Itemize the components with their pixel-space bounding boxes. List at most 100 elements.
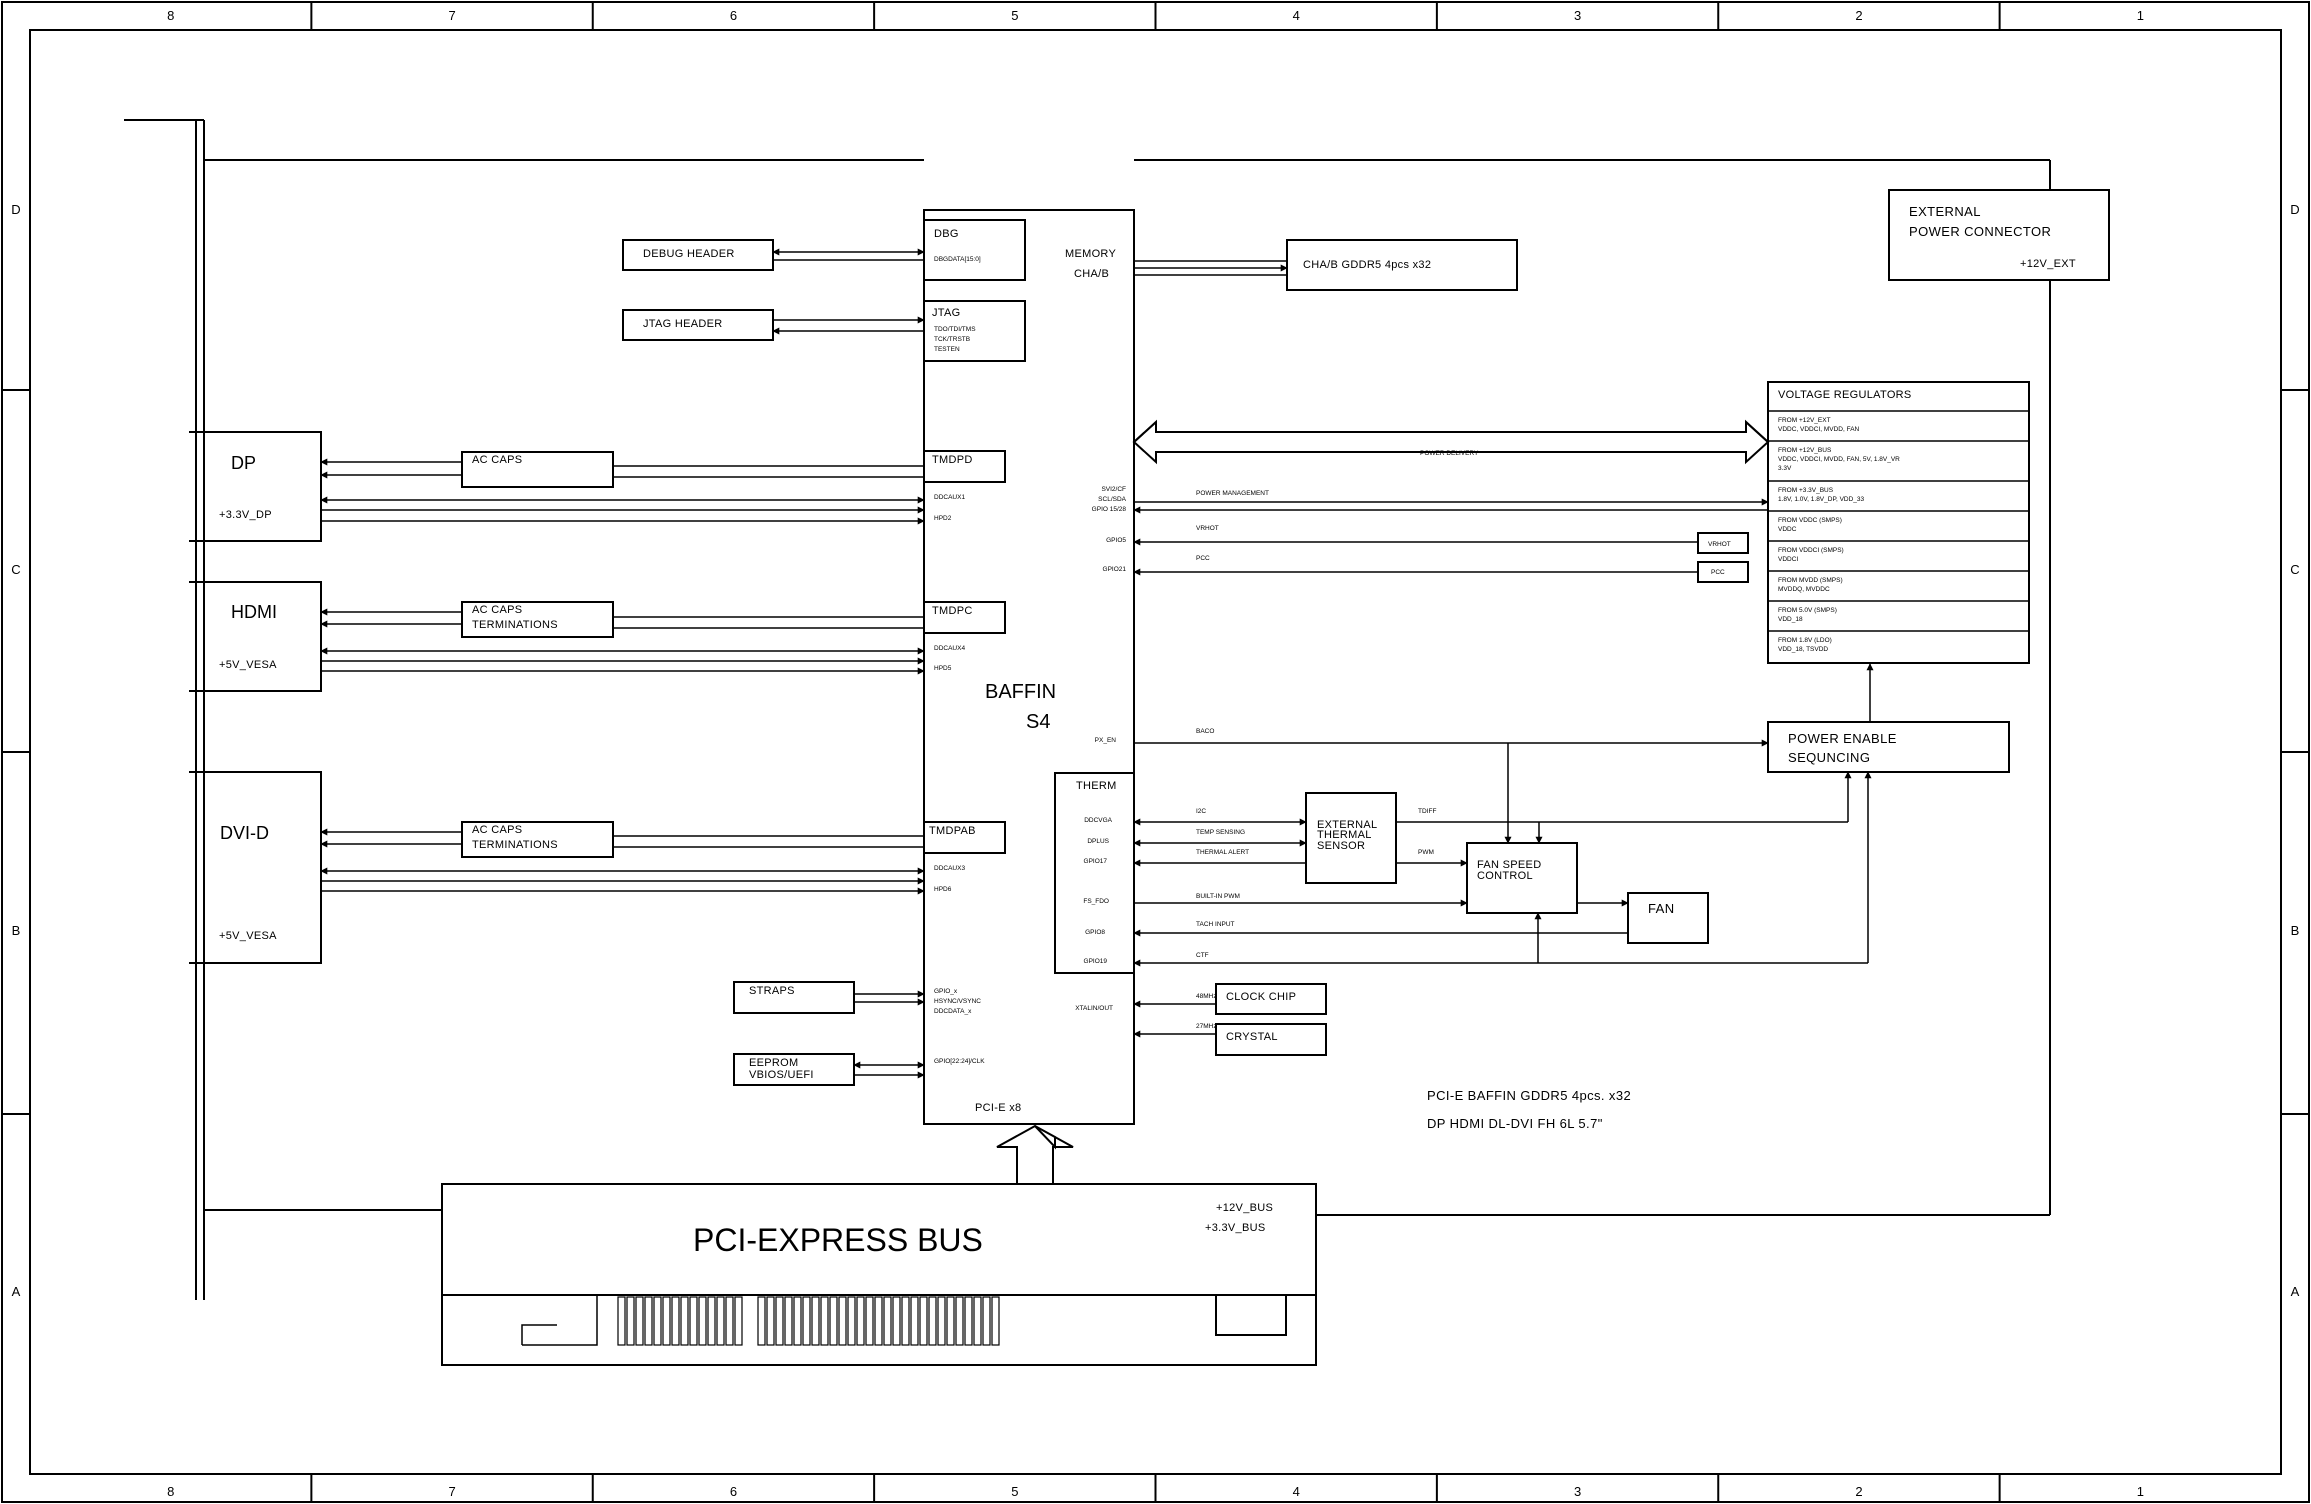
- col-label-bottom: 5: [1011, 1484, 1018, 1499]
- pin-gpio17: GPIO17: [1084, 858, 1108, 865]
- pcie-bus-block: PCI-EXPRESS BUS +12V_BUS +3.3V_BUS: [441, 1183, 1317, 1366]
- col-label-top: 5: [1011, 8, 1018, 23]
- therm-label: THERM: [1076, 780, 1117, 792]
- ext-thermal-line-1: THERMAL: [1317, 829, 1372, 841]
- ext-power-line-0: EXTERNAL: [1909, 204, 1981, 219]
- pin-ddcaux3: DDCAUX3: [934, 865, 965, 872]
- pin-sclsda: SCL/SDA: [1098, 496, 1126, 503]
- vrm-row-text: FROM VDDC (SMPS): [1778, 517, 1842, 524]
- memory-chips-label: CHA/B GDDR5 4pcs x32: [1303, 259, 1431, 271]
- pin-gpio8: GPIO8: [1085, 929, 1105, 936]
- vrm-title: VOLTAGE REGULATORS: [1778, 389, 1912, 401]
- tmdpab-port: [923, 821, 1006, 854]
- col-label-top: 4: [1293, 8, 1300, 23]
- ac-caps-dvi-label-1: TERMINATIONS: [472, 839, 558, 851]
- power-enable-block: POWER ENABLE SEQUNCING: [1767, 721, 2010, 773]
- vrm-row-text: MVDDQ, MVDDC: [1778, 586, 1830, 593]
- ext-thermal-line-0: EXTERNAL: [1317, 819, 1377, 831]
- ac-caps-dp: AC CAPS: [461, 451, 614, 488]
- dvi-rail: +5V_VESA: [219, 930, 277, 942]
- pcie-end-tab: [1215, 1294, 1287, 1336]
- tach-input-label: TACH INPUT: [1196, 921, 1235, 928]
- pcie-rail-33v: +3.3V_BUS: [1205, 1222, 1266, 1234]
- col-label-bottom: 4: [1293, 1484, 1300, 1499]
- ext-power-line-1: POWER CONNECTOR: [1909, 224, 2051, 239]
- eeprom-label-0: EEPROM: [749, 1057, 798, 1069]
- temp-sensing-label: TEMP SENSING: [1196, 829, 1245, 836]
- row-label-right: D: [2290, 202, 2299, 217]
- vrm-row-text: VDD_18, TSVDD: [1778, 646, 1828, 653]
- power-bus-lines: [124, 119, 2051, 1300]
- pin-gpio5: GPIO5: [1106, 537, 1126, 544]
- dvi-name: DVI-D: [220, 823, 269, 843]
- chip-name: BAFFIN: [985, 681, 1056, 703]
- pin-xtal: XTALIN/OUT: [1075, 1005, 1113, 1012]
- ac-caps-hdmi-label-1: TERMINATIONS: [472, 619, 558, 631]
- tmdpab-label: TMDPAB: [929, 825, 976, 837]
- dbg-label: DBG: [934, 228, 959, 240]
- baffin-chip: BAFFIN S4 MEMORY CHA/B PCI-E x8 DBG DBGD…: [923, 209, 1135, 1125]
- vrhot-block: VRHOT: [1697, 532, 1749, 554]
- pcc-signal-label: PCC: [1196, 555, 1210, 562]
- dp-rail: +3.3V_DP: [219, 509, 272, 521]
- col-label-bottom: 8: [167, 1484, 174, 1499]
- power-enable-line-1: SEQUNCING: [1788, 750, 1870, 765]
- mhz-label: 48MHz: [1196, 993, 1217, 1000]
- pin-ddcaux4: DDCAUX4: [934, 645, 965, 652]
- vrm-row-text: FROM 5.0V (SMPS): [1778, 607, 1837, 614]
- therm-block: [1054, 772, 1135, 974]
- pin-hpd5: HPD5: [934, 665, 952, 672]
- jtag-pin-0: TDO/TDI/TMS: [934, 326, 976, 333]
- row-label-left: C: [11, 562, 20, 577]
- fan-label: FAN: [1648, 901, 1674, 916]
- ac-caps-hdmi: AC CAPS TERMINATIONS: [461, 601, 614, 638]
- chip-memory-label: MEMORY: [1065, 248, 1116, 260]
- vrm-row-text: 3.3V: [1778, 465, 1792, 472]
- chip-memory-ch-label: CHA/B: [1074, 268, 1109, 280]
- pin-dplus: DPLUS: [1087, 838, 1109, 845]
- vrm-row-text: FROM +12V_BUS: [1778, 447, 1832, 454]
- col-label-top: 2: [1855, 8, 1862, 23]
- jtag-pin-2: TESTEN: [934, 346, 960, 353]
- pin-straps-1: HSYNC/VSYNC: [934, 998, 981, 1005]
- crystal-label: CRYSTAL: [1226, 1031, 1278, 1043]
- straps-block: STRAPS: [733, 981, 925, 1014]
- vrm-row-text: VDDCI: [1778, 556, 1798, 563]
- note-line-1: DP HDMI DL-DVI FH 6L 5.7": [1427, 1116, 1603, 1131]
- dp-links: [320, 458, 925, 525]
- col-label-top: 3: [1574, 8, 1581, 23]
- dvi-links: [320, 828, 925, 895]
- row-label-left: A: [12, 1284, 21, 1299]
- row-label-right: B: [2291, 923, 2300, 938]
- hdmi-links: [320, 608, 925, 675]
- col-label-bottom: 1: [2137, 1484, 2144, 1499]
- tmdpc-label: TMDPC: [932, 605, 973, 617]
- power-enable-links: BACO: [1134, 663, 1874, 844]
- i2c-label: I2C: [1196, 808, 1206, 815]
- power-enable-line-0: POWER ENABLE: [1788, 731, 1897, 746]
- pwm-label: PWM: [1418, 849, 1434, 856]
- baco-label: BACO: [1196, 728, 1214, 735]
- ac-caps-dvi: AC CAPS TERMINATIONS: [461, 821, 614, 858]
- col-label-top: 7: [448, 8, 455, 23]
- ctf-label: CTF: [1196, 952, 1209, 959]
- straps-label: STRAPS: [749, 985, 795, 997]
- clock-links: 48MHz 27MHz: [1133, 993, 1217, 1038]
- vrm-row-text: FROM +12V_EXT: [1778, 417, 1831, 424]
- dvi-connector: DVI-D +5V_VESA: [189, 771, 322, 964]
- eeprom-block: EEPROM VBIOS/UEFI: [733, 1053, 925, 1086]
- ac-caps-hdmi-label-0: AC CAPS: [472, 604, 522, 616]
- hdmi-name: HDMI: [231, 602, 277, 622]
- fan-speed-control: FAN SPEED CONTROL: [1466, 842, 1578, 914]
- fan-block: FAN: [1627, 892, 1709, 944]
- row-label-left: D: [11, 202, 20, 217]
- col-label-top: 6: [730, 8, 737, 23]
- jtag-bus: [772, 316, 925, 335]
- dp-name: DP: [231, 453, 256, 473]
- vrm-row-text: 1.8V, 1.0V, 1.8V_DP, VDD_33: [1778, 496, 1865, 503]
